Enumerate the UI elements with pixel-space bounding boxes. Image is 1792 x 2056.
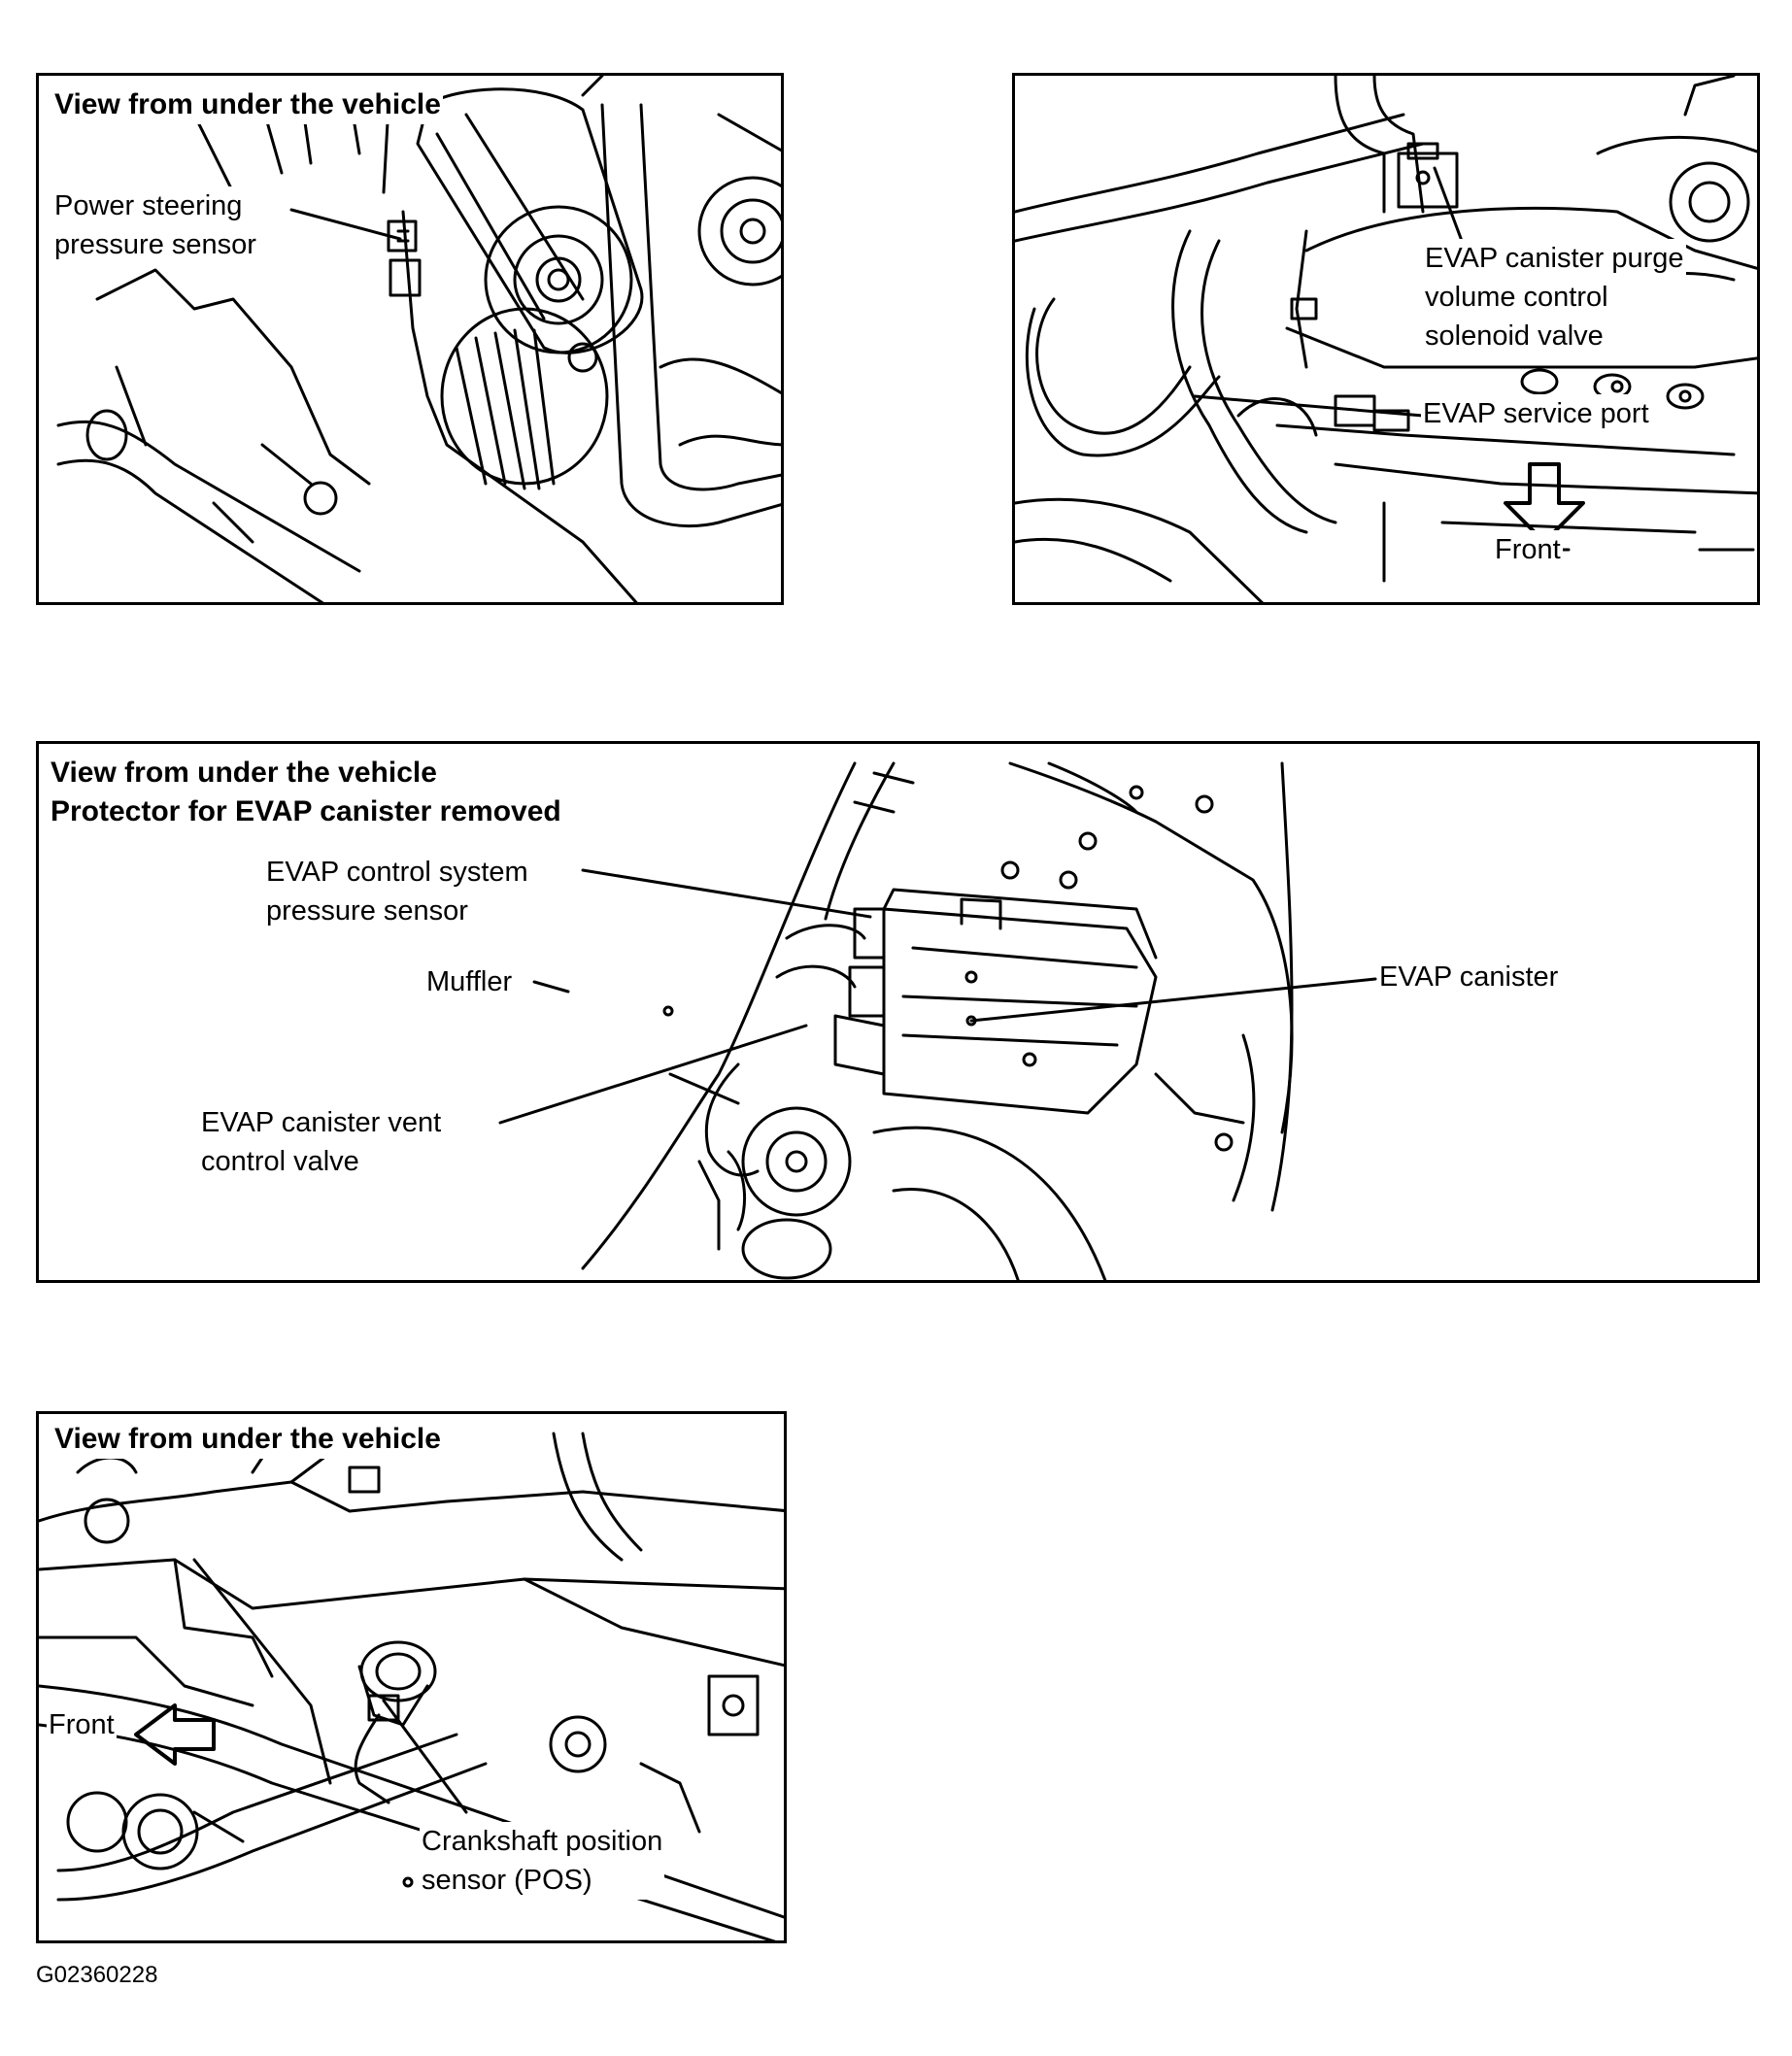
label-front: Front (47, 1705, 117, 1744)
front-arrow-down-icon (1504, 462, 1585, 544)
panel-heading: View from under the vehicle (52, 85, 443, 124)
front-arrow-left-icon (134, 1703, 216, 1766)
label-line: volume control (1425, 282, 1608, 313)
label-line: control valve (201, 1146, 359, 1177)
label-line: EVAP control system (266, 857, 528, 888)
panel-evap-canister: View from under the vehicle Protector fo… (36, 741, 1760, 1283)
label-line: Crankshaft position (422, 1826, 663, 1857)
label-evap-purge-valve: EVAP canister purge volume control solen… (1423, 239, 1686, 355)
panel-crankshaft: View from under the vehicle Front Cranks… (36, 1411, 787, 1943)
figure-code: G02360228 (36, 1962, 158, 1988)
label-line: solenoid valve (1425, 320, 1604, 352)
engine-illustration-power-steering (56, 76, 781, 602)
label-line: EVAP canister vent (201, 1107, 442, 1138)
engine-illustration-evap-purge (1015, 76, 1757, 602)
label-line: sensor (POS) (422, 1865, 592, 1896)
panel-heading-line1: View from under the vehicle (49, 754, 439, 792)
label-crankshaft-sensor: Crankshaft position sensor (POS) (420, 1822, 665, 1900)
engine-illustration-evap-canister (498, 761, 1377, 1280)
label-evap-vent-valve: EVAP canister vent control valve (199, 1103, 444, 1181)
engine-illustration-crankshaft (39, 1432, 784, 1940)
label-line: pressure sensor (266, 895, 468, 927)
label-evap-service-port: EVAP service port (1421, 394, 1651, 433)
label-power-steering-sensor: Power steering pressure sensor (52, 186, 258, 264)
panel-evap-purge: EVAP canister purge volume control solen… (1012, 73, 1760, 605)
label-evap-pressure-sensor: EVAP control system pressure sensor (264, 853, 530, 930)
label-line: Power steering (54, 190, 243, 221)
panel-heading: View from under the vehicle (52, 1420, 443, 1459)
label-front: Front (1493, 530, 1563, 569)
label-line: EVAP canister purge (1425, 243, 1684, 274)
label-evap-canister: EVAP canister (1377, 958, 1561, 996)
panel-power-steering: View from under the vehicle Power steeri… (36, 73, 784, 605)
label-line: pressure sensor (54, 229, 256, 260)
label-muffler: Muffler (424, 962, 515, 1001)
panel-heading-line2: Protector for EVAP canister removed (49, 792, 563, 831)
